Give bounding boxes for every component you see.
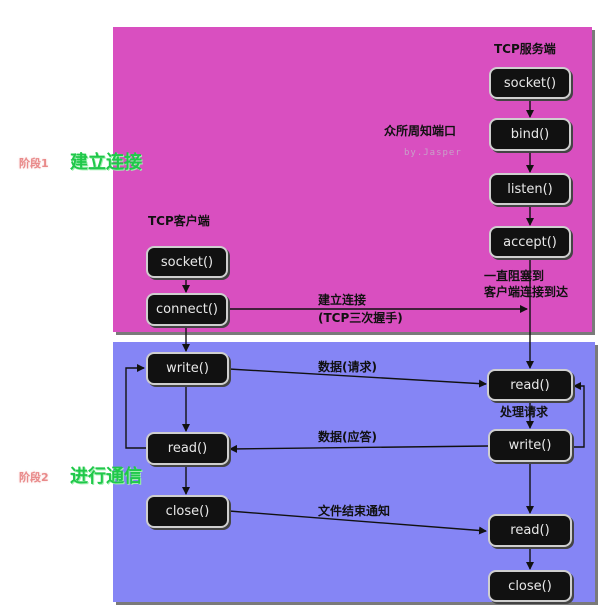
- server-listen-node: listen(): [489, 173, 571, 205]
- client-socket-node: socket(): [146, 246, 228, 278]
- watermark: by.Jasper: [404, 148, 462, 158]
- reply-msg-label: 数据(应答): [318, 430, 377, 444]
- msg-eof: [228, 510, 487, 535]
- server-close-node: close(): [488, 570, 572, 602]
- server-accept-node: accept(): [489, 226, 571, 258]
- connect-msg-line2: (TCP三次握手): [318, 311, 403, 325]
- eof-msg-label: 文件结束通知: [318, 504, 391, 518]
- server-bind-node: bind(): [489, 118, 571, 151]
- phase2-tag: 阶段2: [19, 471, 49, 484]
- client-connect-node: connect(): [146, 293, 228, 326]
- server-title: TCP服务端: [494, 42, 556, 56]
- client-read-node: read(): [146, 432, 229, 465]
- server-read-node: read(): [487, 369, 573, 401]
- msg-reply: [229, 444, 489, 453]
- connect-msg-line1: 建立连接: [318, 293, 367, 307]
- blocking-note-line1: 一直阻塞到: [484, 269, 545, 283]
- server-write-node: write(): [488, 429, 572, 462]
- edge-client-loop: [125, 364, 146, 449]
- phase1-title: 建立连接: [70, 152, 142, 173]
- blocking-note-line2: 客户端连接到达: [484, 285, 569, 299]
- server-socket-node: socket(): [489, 67, 571, 99]
- well-known-port-label: 众所周知端口: [384, 124, 457, 138]
- process-request-label: 处理请求: [500, 405, 549, 419]
- edge-server-loop: [572, 382, 585, 448]
- server-read2-node: read(): [488, 514, 572, 547]
- phase1-tag: 阶段1: [19, 157, 49, 170]
- client-close-node: close(): [146, 495, 229, 528]
- request-msg-label: 数据(请求): [318, 360, 377, 374]
- client-write-node: write(): [146, 352, 229, 385]
- client-title: TCP客户端: [148, 214, 210, 228]
- msg-request: [228, 368, 487, 388]
- phase2-title: 进行通信: [70, 466, 142, 487]
